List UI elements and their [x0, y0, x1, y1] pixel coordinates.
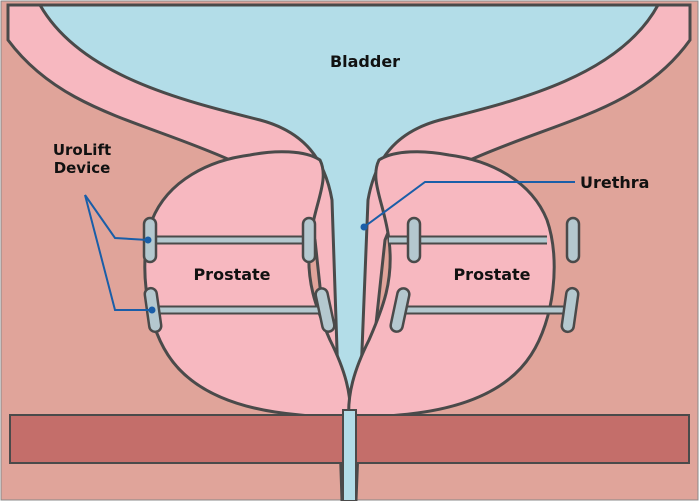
urethra-pointer-dot [361, 224, 368, 231]
urethra-channel [343, 410, 356, 501]
implant-tab-right-upper-outer [567, 218, 579, 262]
bladder-label: Bladder [330, 52, 400, 71]
muscle-band-right [356, 415, 689, 463]
muscle-band-left [10, 415, 343, 463]
urethra-label: Urethra [580, 173, 649, 192]
device-pointer-dot-lower [149, 307, 156, 314]
device-label-line2: Device [54, 159, 111, 177]
prostate-right-label: Prostate [453, 265, 530, 284]
prostate-left-label: Prostate [193, 265, 270, 284]
device-pointer-dot-upper [145, 237, 152, 244]
device-label-line1: UroLift [53, 141, 111, 159]
implant-tab-right-upper-inner [408, 218, 420, 262]
implant-tab-left-upper-inner [303, 218, 315, 262]
